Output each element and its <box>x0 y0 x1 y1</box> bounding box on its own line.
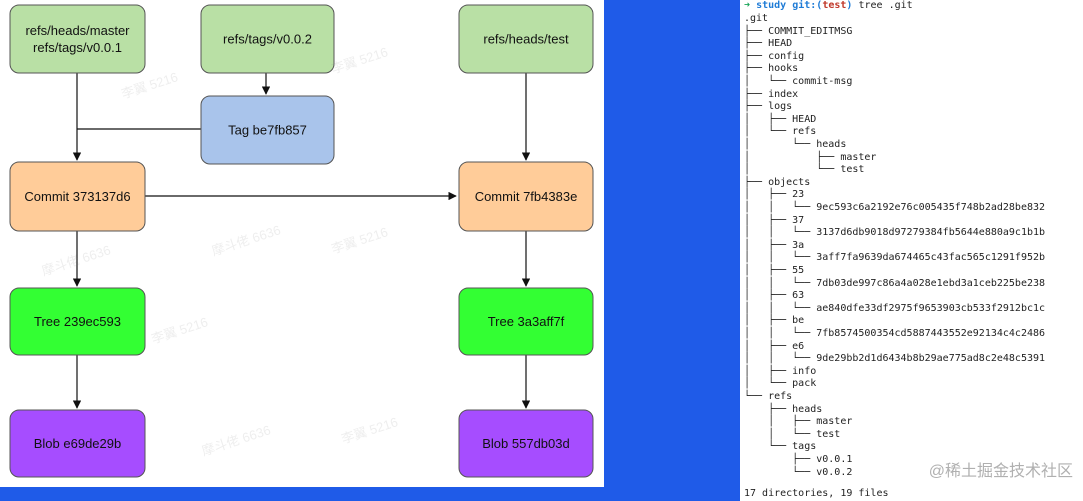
ref-node-label: refs/heads/master <box>25 23 130 38</box>
prompt-branch: test <box>822 0 847 11</box>
tree-dir-line: ├── heads <box>744 403 823 415</box>
tree-dir-line: └── tags <box>744 441 817 453</box>
tree-dir-line: │ ├── info <box>744 365 817 377</box>
tree-dir-line: │ ├── 3a <box>744 239 805 251</box>
tree-node-label: Tree 3a3aff7f <box>488 314 565 329</box>
tree-file-line: │ ├── HEAD <box>744 113 817 125</box>
tree-node-box <box>9 287 146 356</box>
prompt-git: git:( <box>792 0 823 11</box>
tree-file-line: │ │ └── 7fb8574500354cd5887443552e92134c… <box>744 328 1046 339</box>
tree-node-box <box>458 287 594 356</box>
blob-node-label: Blob 557db03d <box>482 436 569 451</box>
tree-node-label: Tree 239ec593 <box>34 314 121 329</box>
tree-dir-line: │ ├── 63 <box>744 290 805 302</box>
tree-summary: 17 directories, 19 files <box>744 488 889 499</box>
tree-file-line: │ │ └── 7db03de997c86a4a028e1ebd3a1ceb22… <box>744 277 1046 289</box>
git-object-diagram: refs/heads/master refs/tags/v0.0.1 refs/ta… <box>9 4 594 478</box>
bottom-border-strip <box>0 487 604 501</box>
tree-dir-line: │ └── heads <box>744 139 847 150</box>
tree-file-line: │ └── test <box>744 428 841 440</box>
terminal-panel: ➜ study git:(test) tree .git .git├── COM… <box>740 0 1083 501</box>
commit-node-label: Commit 7fb4383e <box>475 189 578 204</box>
ref-node-label: refs/tags/v0.0.1 <box>33 40 122 55</box>
ref-node-label: refs/tags/v0.0.2 <box>223 32 312 47</box>
terminal-prompt: ➜ study git:(test) tree .git <box>744 0 913 13</box>
tree-file-line: │ │ └── 3137d6db9018d97279384fb5644e880a… <box>744 227 1046 239</box>
tree-file-line: │ └── commit-msg <box>744 76 853 87</box>
tree-dir-line: │ ├── be <box>744 315 805 327</box>
commit-node-box <box>9 161 146 232</box>
tree-dir-line: .git <box>744 13 769 24</box>
tree-file-line: │ ├── master <box>744 416 853 428</box>
tree-file-line: │ └── test <box>744 164 865 176</box>
tag-node-label: Tag be7fb857 <box>228 123 307 138</box>
ref-node-label: refs/heads/test <box>483 32 569 47</box>
blob-node-box <box>458 409 594 478</box>
tree-file-line: │ │ └── 3aff7fa9639da674465c43fac565c129… <box>744 252 1046 264</box>
blob-node-label: Blob e69de29b <box>34 436 121 451</box>
prompt-close: ) <box>846 0 853 11</box>
diagram-edges <box>72 73 531 409</box>
tree-file-line: ├── COMMIT_EDITMSG <box>744 25 853 37</box>
brand-watermark: @稀土掘金技术社区 <box>928 463 1073 480</box>
tree-dir-line: │ └── pack <box>744 378 817 390</box>
diagram-canvas: refs/heads/master refs/tags/v0.0.1 refs/ta… <box>9 4 594 478</box>
tree-dir-line: │ ├── 37 <box>744 214 805 226</box>
tree-file-line: └── v0.0.2 <box>744 466 853 478</box>
tree-file-line: │ │ └── 9ec593c6a2192e76c005435f748b2ad2… <box>744 202 1046 213</box>
tree-file-line: ├── v0.0.1 <box>744 454 853 465</box>
tree-file-line: │ ├── master <box>744 151 877 163</box>
tree-file-line: │ │ └── ae840dfe33df2975f9653903cb533f29… <box>744 302 1046 314</box>
ref-node-box <box>200 4 335 74</box>
tree-dir-line: ├── logs <box>744 101 793 113</box>
prompt-command: tree .git <box>858 0 913 11</box>
ref-node-box <box>9 4 146 74</box>
tree-dir-line: │ ├── 23 <box>744 189 805 201</box>
tree-file-line: ├── config <box>744 50 805 62</box>
blue-divider <box>604 0 740 501</box>
tree-dir-line: │ ├── 55 <box>744 265 805 276</box>
tree-dir-line: ├── objects <box>744 176 811 188</box>
tag-node-box <box>200 95 335 165</box>
tree-dir-line: │ └── refs <box>744 126 817 138</box>
tree-dir-line: │ ├── e6 <box>744 340 805 352</box>
tree-dir-line: ├── hooks <box>744 63 799 75</box>
commit-node-label: Commit 373137d6 <box>24 189 130 204</box>
tree-dir-line: └── refs <box>744 391 793 402</box>
tree-file-line: ├── index <box>744 88 799 100</box>
tree-file-line: │ │ └── 9de29bb2d1d6434b8b29ae775ad8c2e4… <box>744 353 1046 365</box>
diagram-nodes: refs/heads/master refs/tags/v0.0.1 refs/ta… <box>9 4 594 478</box>
tree-file-line: ├── HEAD <box>744 38 793 50</box>
ref-node-box <box>458 4 594 74</box>
prompt-arrow: ➜ <box>744 0 751 11</box>
commit-node-box <box>458 161 594 232</box>
blob-node-box <box>9 409 146 478</box>
prompt-directory: study <box>756 0 787 11</box>
